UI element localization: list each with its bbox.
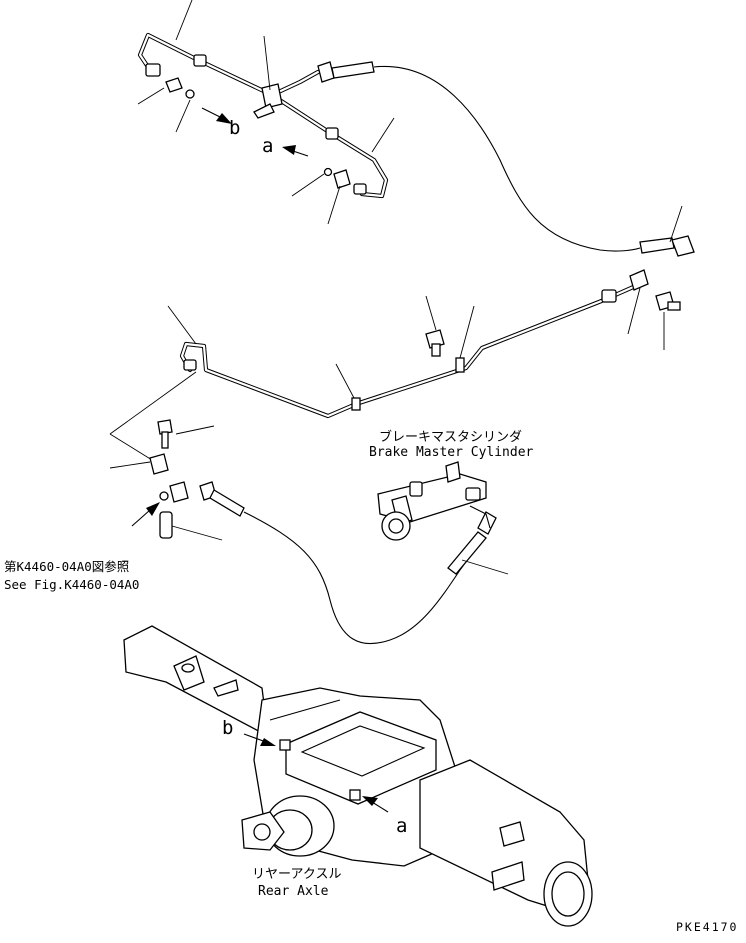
o-ring — [323, 167, 333, 177]
hose-sleeve — [209, 489, 245, 517]
tube-nut — [193, 54, 207, 67]
hose-fitting — [317, 61, 335, 83]
brake-master-cylinder: ブレーキマスタシリンダ Brake Master Cylinder — [369, 429, 534, 541]
o-ring — [185, 89, 195, 99]
elbow-fitting — [333, 169, 351, 189]
hose-sleeve — [447, 531, 487, 575]
bolt — [655, 291, 681, 311]
ref-letter-a: a — [396, 815, 407, 837]
reference-arrow-icon — [146, 502, 160, 516]
lower-hose-assembly: 第K4460-04A0図参照 See Fig.K4460-04A0 — [4, 371, 509, 645]
hose-sleeve — [639, 237, 675, 254]
tube-nut — [145, 63, 161, 77]
brake-port-b — [279, 739, 291, 751]
tube-clip — [455, 357, 465, 373]
ref-letter-a: a — [262, 135, 273, 157]
rear-axle-label-en: Rear Axle — [258, 884, 329, 899]
hose-bracket — [149, 453, 169, 475]
clamp-tab — [253, 103, 275, 119]
drawing-code: PKE4170 — [676, 920, 738, 934]
upper-brake-tube-assembly: b a — [137, 0, 695, 257]
hose-fitting — [169, 481, 189, 503]
hose-sleeve — [331, 61, 375, 79]
o-ring — [159, 491, 169, 501]
hose-fitting — [477, 511, 497, 535]
tube-nut — [325, 127, 339, 140]
tube-clamp — [629, 269, 649, 291]
tube-clip — [351, 397, 361, 411]
ref-letter-b: b — [222, 717, 233, 739]
rear-axle: a b リヤーアクスル Rear Axle — [123, 625, 593, 927]
arrow-b-icon — [260, 738, 276, 746]
ref-letter-b: b — [229, 117, 240, 139]
see-fig-note-jp: 第K4460-04A0図参照 — [4, 559, 129, 574]
master-cylinder-label-jp: ブレーキマスタシリンダ — [379, 429, 522, 445]
hose-fitting — [671, 235, 695, 257]
rear-axle-label-jp: リヤーアクスル — [252, 867, 341, 882]
see-fig-note-en: See Fig.K4460-04A0 — [4, 577, 139, 592]
tube-clamp — [261, 83, 283, 109]
bolt — [425, 329, 445, 357]
master-cylinder-label-en: Brake Master Cylinder — [369, 445, 534, 460]
brake-port-a — [349, 789, 361, 801]
tube-nut — [601, 289, 617, 303]
arrow-b-icon — [216, 113, 232, 124]
bolt — [157, 419, 173, 449]
arrow-a-icon — [282, 145, 296, 155]
tube-nut — [353, 183, 367, 195]
pin-collar — [159, 511, 173, 539]
arrow-a-icon — [362, 796, 378, 806]
elbow-fitting — [165, 77, 183, 93]
tube-nut — [183, 359, 197, 371]
middle-brake-tube-assembly — [167, 269, 681, 419]
